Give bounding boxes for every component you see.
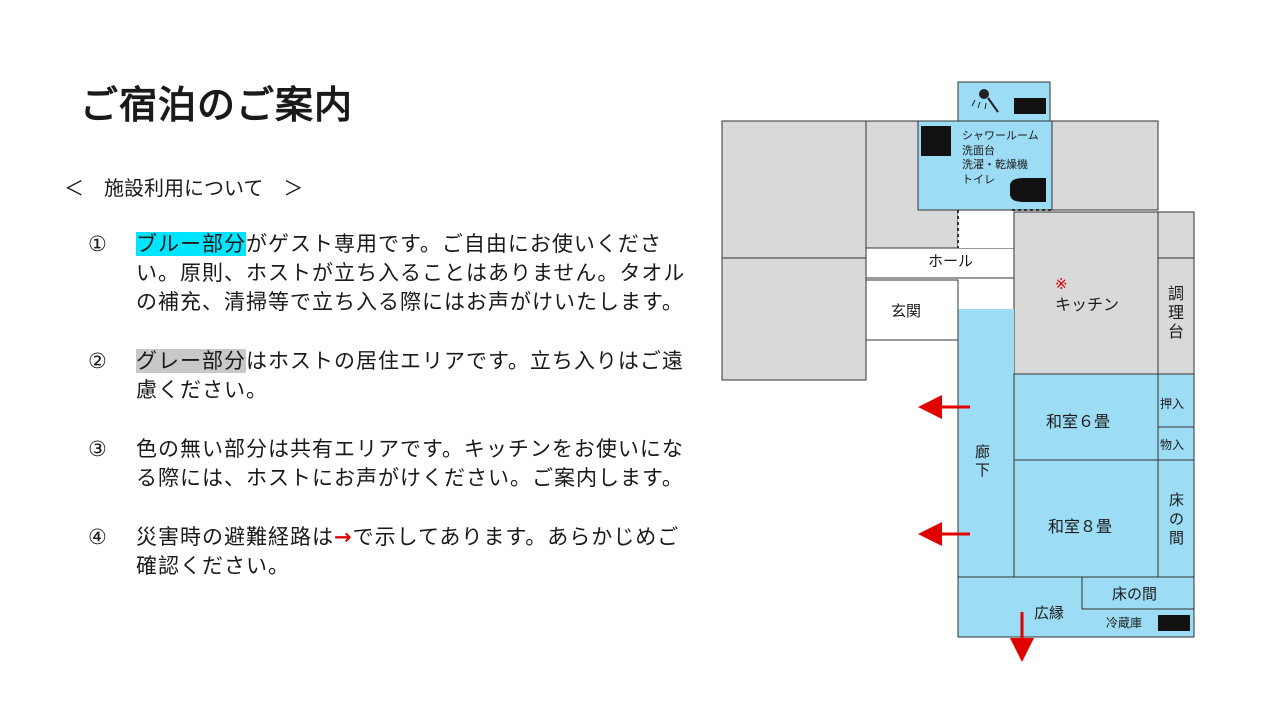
item-body: 色の無い部分は共有エリアです。キッチンをお使いになる際には、ホストにお声がけくだ… [136,437,684,490]
guideline-item-2: ② グレー部分はホストの居住エリアです。立ち入りはご遠慮ください。 [88,347,698,405]
host-room-left-top [721,120,867,259]
entrance-area [865,279,959,341]
corridor-label: 廊 下 [975,443,990,479]
shower-icon [971,89,999,113]
item-text: グレー部分はホストの居住エリアです。立ち入りはご遠慮ください。 [136,347,696,405]
oshiire-label: 押入 [1160,397,1184,411]
bath-labels: シャワールーム 洗面台 洗濯・乾燥機 トイレ [962,129,1039,186]
item-number: ④ [88,525,107,549]
page-title: ご宿泊のご案内 [80,83,354,127]
counter-label: 調 理 台 [1168,284,1184,341]
guideline-item-4: ④ 災害時の避難経路は→で示してあります。あらかじめご確認ください。 [88,523,698,581]
item-body-before: 災害時の避難経路は [136,525,334,549]
tokonoma-v-area [1157,459,1195,578]
corridor-char: 下 [975,461,990,479]
evacuation-arrow-symbol: → [334,525,353,549]
fridge-icon [1158,615,1190,631]
counter-char: 調 [1168,284,1184,303]
oshiire-area [1157,373,1195,461]
item-text: ブルー部分がゲスト専用です。ご自由にお使いください。原則、ホストが立ち入ることは… [136,230,696,317]
bath-label: 洗濯・乾燥機 [962,157,1028,171]
entrance-label: 玄関 [891,302,921,320]
item-number: ③ [88,437,107,461]
bath-label: トイレ [962,173,995,186]
guideline-list: ① ブルー部分がゲスト専用です。ご自由にお使いください。原則、ホストが立ち入るこ… [88,230,698,611]
hall-label: ホール [928,252,973,270]
toilet-icon [1010,178,1046,202]
blue-area-highlight: ブルー部分 [136,232,246,256]
hall-area [865,247,1015,279]
counter-char: 理 [1168,303,1184,322]
tokonoma-v-label: 床 の 間 [1169,491,1184,547]
corridor-char: 廊 [975,443,990,461]
item-body-after: で示してあります。あらかじめご確認ください。 [136,525,680,578]
washitsu8-area [1013,459,1159,578]
tokonoma-char: の [1169,510,1184,528]
item-number: ② [88,349,107,373]
item-body: がゲスト専用です。ご自由にお使いください。原則、ホストが立ち入ることはありません… [136,232,686,314]
washer-icon [921,126,951,156]
bath-label: シャワールーム [962,129,1039,142]
host-room-right [1051,120,1159,211]
item-text: 災害時の避難経路は→で示してあります。あらかじめご確認ください。 [136,523,696,581]
equipment-box-top [1014,98,1046,114]
counter-char: 台 [1168,322,1184,341]
washitsu6-area [1013,373,1159,461]
tokonoma-char: 床 [1169,491,1184,509]
guideline-item-3: ③ 色の無い部分は共有エリアです。キッチンをお使いになる際には、ホストにお声がけ… [88,435,698,493]
washitsu6-label: 和室６畳 [1046,412,1110,431]
bath-label: 洗面台 [962,143,995,157]
item-body: はホストの居住エリアです。立ち入りはご遠慮ください。 [136,349,684,402]
hall-upper [958,210,1014,248]
tokonoma-h-area [1081,576,1195,610]
item-number: ① [88,232,107,256]
kitchen-label: キッチン [1055,295,1119,314]
section-heading: ＜ 施設利用について ＞ [64,176,304,200]
washitsu8-label: 和室８畳 [1048,517,1112,536]
tokonoma-char: 間 [1169,529,1184,547]
fridge-label: 冷蔵庫 [1106,616,1142,630]
tokonoma-h-label: 床の間 [1112,585,1157,603]
item-text: 色の無い部分は共有エリアです。キッチンをお使いになる際には、ホストにお声がけくだ… [136,435,696,493]
hiroen-label: 広縁 [1034,604,1064,622]
guideline-item-1: ① ブルー部分がゲスト専用です。ご自由にお使いください。原則、ホストが立ち入るこ… [88,230,698,317]
gray-area-highlight: グレー部分 [136,349,246,373]
kitchen-mark: ※ [1055,275,1068,293]
host-room-left-bottom [721,257,867,381]
kitchen-area [1013,211,1159,375]
host-strip [1157,211,1195,259]
monoire-label: 物入 [1160,438,1184,452]
